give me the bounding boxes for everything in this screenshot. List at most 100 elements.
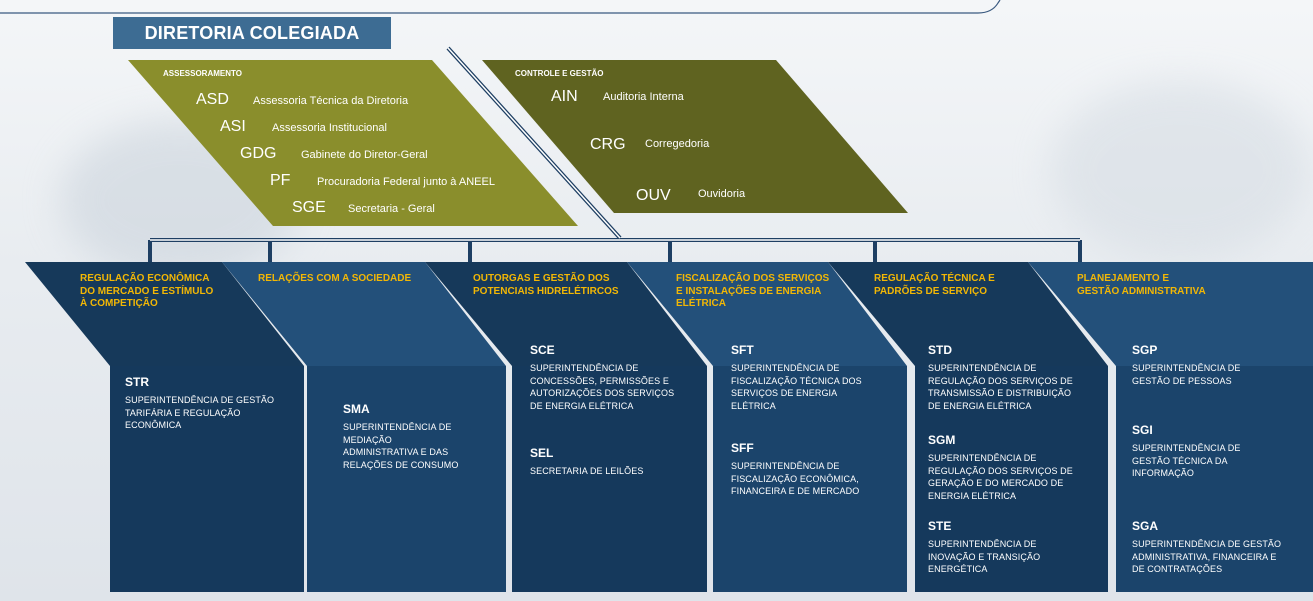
unit-description-line: SUPERINTENDÊNCIA DE [928,539,1037,549]
unit-description: SUPERINTENDÊNCIA DE INOVAÇÃO E TRANSIÇÃO E… [928,538,1040,576]
unit-code: GDG [240,145,277,162]
unit-description-line: ENERGÉTICA [928,564,988,574]
controle-heading: CONTROLE E GESTÃO [515,69,604,78]
unit-code: SGP [1132,343,1158,357]
area-panel-body [512,366,707,592]
unit-description-line: RELAÇÕES DE CONSUMO [343,459,459,470]
unit-description-line: SUPERINTENDÊNCIA DE GESTÃO [125,395,275,405]
unit-description-line: TARIFÁRIA E REGULAÇÃO [125,407,241,418]
area-heading-line: OUTORGAS E GESTÃO DOS [473,273,610,284]
area-panel [1028,262,1313,592]
unit-description-line: ENERGIA ELÉTRICA [928,490,1017,501]
unit-description-line: GERAÇÃO E DO MERCADO DE [928,478,1064,488]
unit-code: CRG [590,136,626,153]
controle-box [482,60,908,213]
area-panel-body [915,366,1108,592]
unit-description-line: TRANSMISSÃO E DISTRIBUIÇÃO [928,388,1072,398]
unit-code: PF [270,172,291,189]
background-blur [1050,80,1310,260]
unit-description-line: MEDIAÇÃO [343,434,392,445]
unit-description: SUPERINTENDÊNCIA DE REGULAÇÃO DOS SERVIÇO… [928,362,1073,412]
unit-description-line: FISCALIZAÇÃO ECONÔMICA, [731,473,859,484]
area-heading-line: À COMPETIÇÃO [80,298,158,309]
unit-description-line: ADMINISTRATIVA E DAS [343,447,449,457]
unit-name: Assessoria Técnica da Diretoria [253,95,409,107]
area-panel-body [1116,366,1313,592]
area-heading-line: ELÉTRICA [676,298,726,309]
area-heading-line: POTENCIAIS HIDRELÉTIRCOS [473,285,619,297]
unit-description-line: REGULAÇÃO DOS SERVIÇOS DE [928,465,1073,476]
unit-description-line: SECRETARIA DE LEILÕES [530,466,644,476]
unit-description-line: AUTORIZAÇÕES DOS SERVIÇOS [530,388,675,398]
unit-description-line: REGULAÇÃO DOS SERVIÇOS DE [928,375,1073,386]
unit-code: STE [928,519,952,533]
assessoramento-heading: ASSESSORAMENTO [163,69,242,78]
unit-description-line: DE CONTRATAÇÕES [1132,564,1223,574]
unit-code: STR [125,375,149,389]
unit-description-line: DE ENERGIA ELÉTRICA [928,400,1032,411]
area-heading-line: REGULAÇÃO ECONÔMICA [80,273,210,284]
area-panel [425,262,707,592]
unit-description: SUPERINTENDÊNCIA DE FISCALIZAÇÃO ECONÔMIC… [731,460,859,498]
area-heading-line: REGULAÇÃO TÉCNICA E [874,273,995,284]
unit-code: SCE [530,343,555,357]
unit-description: SECRETARIA DE LEILÕES [530,465,643,478]
unit-description-line: INOVAÇÃO E TRANSIÇÃO [928,551,1041,562]
unit-description: SUPERINTENDÊNCIA DE GESTÃO ADMINISTRATIVA… [1132,538,1281,576]
unit-description-line: FINANCEIRA E DE MERCADO [731,486,860,496]
unit-description-line: ECONÔMICA [125,420,182,430]
area-heading-line: FISCALIZAÇÃO DOS SERVIÇOS [676,273,830,284]
area-heading-line: PLANEJAMENTO E [1077,273,1170,284]
unit-code: OUV [636,187,671,204]
unit-description-line: DE ENERGIA ELÉTRICA [530,400,634,411]
unit-description: SUPERINTENDÊNCIA DE MEDIAÇÃO ADMINISTRATIV… [343,421,458,471]
area-panel-body [713,366,907,592]
unit-description-line: ADMINISTRATIVA, FINANCEIRA E [1132,551,1277,562]
unit-code: ASI [220,118,246,135]
unit-description-line: GESTÃO DE PESSOAS [1132,375,1232,386]
unit-description-line: SUPERINTENDÊNCIA DE [928,363,1037,373]
area-heading-line: PADRÕES DE SERVIÇO [874,285,987,297]
area-heading-line: E INSTALAÇÕES DE ENERGIA [676,285,822,297]
unit-code: SFF [731,441,754,455]
unit-description-line: SUPERINTENDÊNCIA DE [731,461,840,471]
unit-name: Secretaria - Geral [348,203,435,215]
unit-name: Procuradoria Federal junto à ANEEL [317,176,495,188]
unit-description-line: SUPERINTENDÊNCIA DE [731,363,840,373]
unit-description-line: SUPERINTENDÊNCIA DE GESTÃO [1132,539,1282,549]
unit-code: SFT [731,343,754,357]
unit-description-line: CONCESSÕES, PERMISSÕES E [530,375,669,386]
unit-description-line: GESTÃO TÉCNICA DA [1132,455,1228,466]
unit-code: AIN [551,88,578,105]
unit-description-line: SERVIÇOS DE ENERGIA [731,388,838,398]
unit-code: ASD [196,91,229,108]
assessoramento-box [128,60,578,226]
unit-description-line: SUPERINTENDÊNCIA DE [530,363,639,373]
unit-name: Ouvidoria [698,188,746,200]
area-heading-line: RELAÇÕES COM A SOCIEDADE [258,273,412,284]
unit-code: SGM [928,433,956,447]
unit-description-line: SUPERINTENDÊNCIA DE [1132,443,1241,453]
unit-code: SEL [530,446,554,460]
unit-code: SGE [292,199,326,216]
unit-name: Corregedoria [645,138,710,150]
area-panel [828,262,1108,592]
area-heading-line: DO MERCADO E ESTÍMULO [80,285,214,297]
area-panel [627,262,907,592]
unit-description: SUPERINTENDÊNCIA DE REGULAÇÃO DOS SERVIÇO… [928,452,1073,502]
unit-description-line: SUPERINTENDÊNCIA DE [343,422,452,432]
unit-description-line: SUPERINTENDÊNCIA DE [928,453,1037,463]
area-heading: RELAÇÕES COM A SOCIEDADE [258,273,411,286]
unit-name: Gabinete do Diretor-Geral [301,149,428,161]
unit-description: SUPERINTENDÊNCIA DE GESTÃO TARIFÁRIA E RE… [125,394,274,432]
area-heading-line: GESTÃO ADMINISTRATIVA [1077,285,1206,297]
